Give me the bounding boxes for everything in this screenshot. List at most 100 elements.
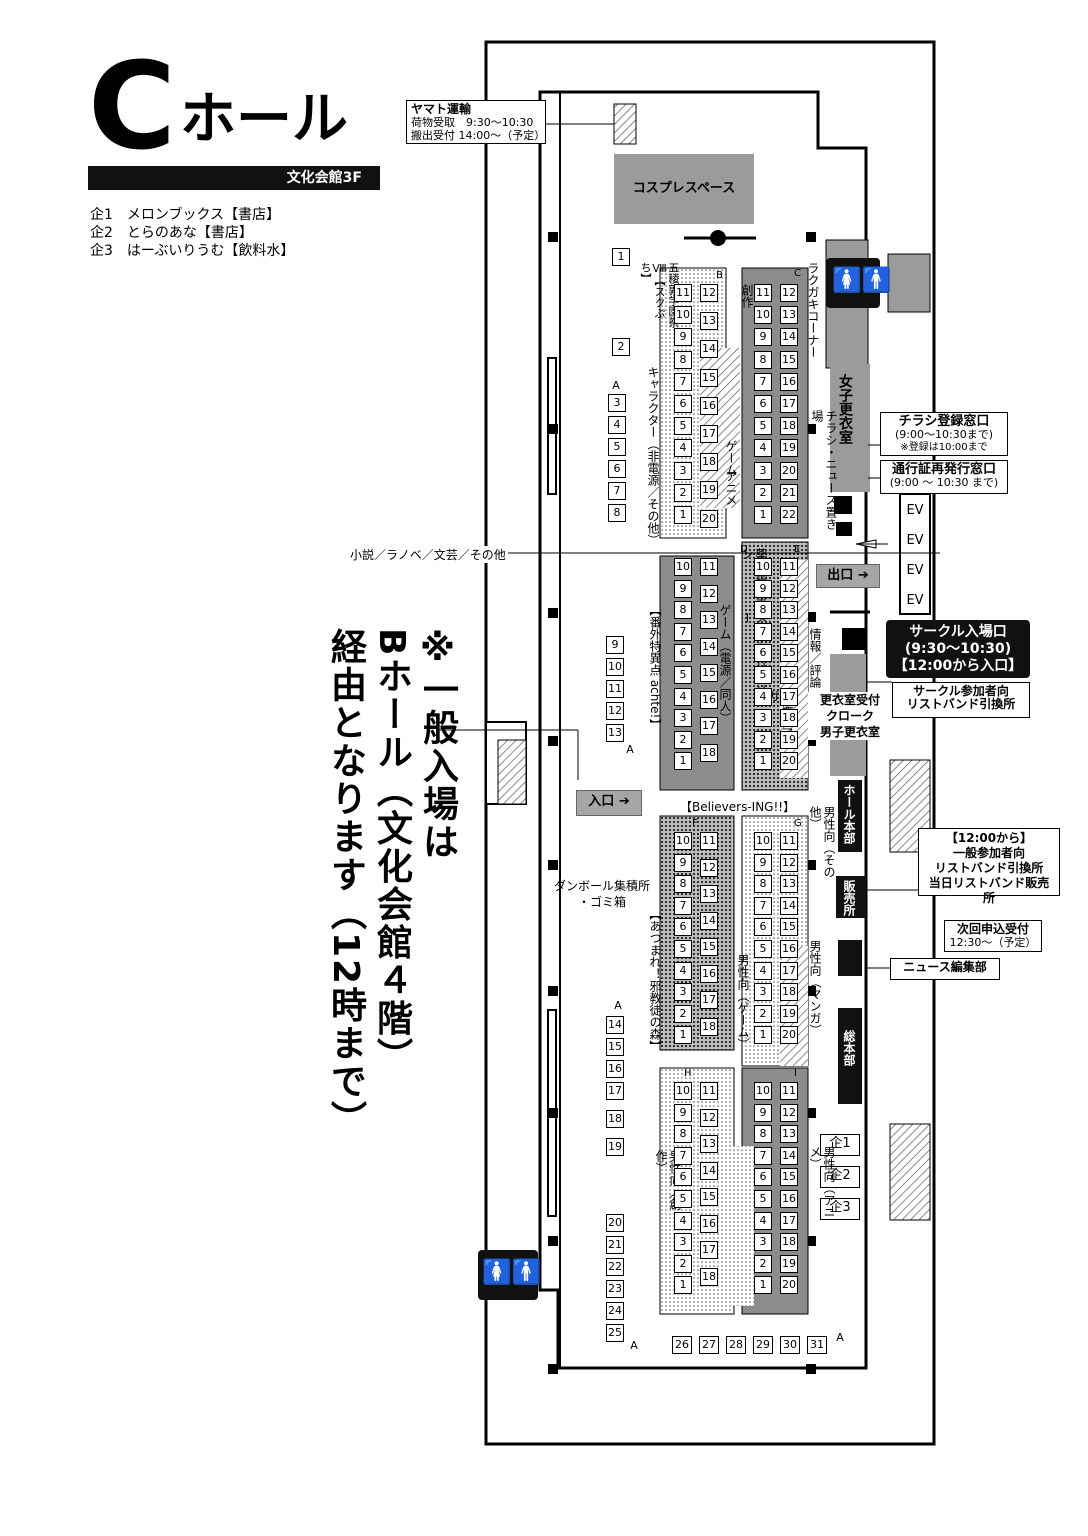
elevator-label: EV: [906, 533, 924, 548]
block-letter: D: [740, 544, 748, 555]
changing-room-reception: 更衣室受付 クローク 男子更衣室: [808, 692, 892, 740]
restroom-icon: 🚺🚹: [832, 266, 892, 294]
booth-number: 5: [754, 417, 772, 436]
booth-number: 20: [780, 752, 798, 771]
booth-number: 8: [754, 1125, 772, 1144]
elevator-label: EV: [906, 503, 924, 518]
booth-number: 9: [754, 853, 772, 872]
booth-number: 15: [700, 938, 718, 956]
booth-number: 8: [674, 875, 692, 894]
wristband-line: サークル参加者向: [913, 684, 1009, 698]
booth-number: 6: [674, 918, 692, 937]
sales-booth: 販売所: [842, 880, 856, 916]
circle-entry-title: サークル入場口: [909, 624, 1007, 640]
booth-number: 9: [674, 1103, 692, 1122]
circle-entry-time: (9:30〜10:30): [904, 641, 1012, 657]
booth-number: 10: [674, 832, 692, 850]
booth-number: 19: [780, 439, 798, 458]
notice-line: ※一般入場は: [417, 628, 458, 861]
bottom-booth-number: A: [836, 1331, 844, 1344]
booth-number: 7: [674, 622, 692, 641]
booth-number: 17: [700, 717, 718, 735]
section-label: 薬・霜・ポン: [740, 548, 768, 608]
booth-number: 1: [754, 752, 772, 771]
booth-number: 22: [780, 506, 798, 524]
next-app-time: 12:30〜（予定）: [949, 936, 1037, 949]
general-wristband-line: 当日リストバンド販売所: [928, 876, 1050, 905]
booth-number: 15: [780, 350, 798, 369]
wall-booth-number: 14: [606, 1016, 624, 1034]
booth-number: 14: [700, 1161, 718, 1180]
notice-line: 経由となります（12時まで）: [325, 628, 366, 1139]
general-entry-notice: ※一般入場は Bホール（文化会館４階） 経由となります（12時まで）: [322, 628, 460, 1138]
booth-number: 5: [674, 940, 692, 958]
booth-number: 6: [674, 1168, 692, 1187]
booth-number: 16: [700, 1214, 718, 1233]
wall-booth-number: 5: [608, 438, 626, 456]
kikaku-booth-3: 企3: [820, 1198, 860, 1220]
booth-number: 1: [674, 1276, 692, 1295]
elevator-label: EV: [906, 593, 924, 608]
wall-booth-number: 8: [608, 504, 626, 522]
section-label: 創作: [740, 284, 754, 308]
booth-number: 2: [674, 730, 692, 749]
booth-number: 16: [780, 372, 798, 391]
booth-number: 17: [700, 425, 718, 443]
womens-changing-room: 女子更衣室: [837, 374, 853, 444]
booth-number: 12: [780, 853, 798, 872]
booth-number: 10: [674, 558, 692, 576]
booth-number: 17: [780, 1211, 798, 1230]
booth-number: 8: [674, 1125, 692, 1144]
booth-number: 11: [700, 558, 718, 576]
hall-headquarters: ホール本部: [842, 784, 856, 844]
section-label: 男性向（マンガ）: [808, 940, 822, 1036]
wall-booth-number: A: [626, 743, 634, 756]
wall-booth-number: 12: [606, 702, 624, 720]
booth-number: 13: [780, 875, 798, 894]
pass-reissue-desk: 通行証再発行窓口 (9:00 〜 10:30 まで): [880, 460, 1008, 494]
booth-number: 3: [754, 709, 772, 728]
booth-number: 15: [780, 644, 798, 663]
wall-booth-number: 4: [608, 416, 626, 434]
pass-desk-title: 通行証再発行窓口: [891, 462, 996, 477]
bottom-booth-number: 30: [780, 1336, 800, 1354]
booth-number: 13: [700, 1135, 718, 1153]
booth-number: 8: [754, 601, 772, 620]
section-label: 男性向（ゲーム）: [736, 954, 750, 1050]
yamato-title: ヤマト運輸: [411, 102, 472, 116]
booth-number: 10: [754, 558, 772, 576]
booth-number: 11: [780, 1082, 798, 1100]
section-label: 情報／評論: [808, 628, 822, 688]
general-wristband-line: 一般参加者向: [952, 846, 1025, 860]
booth-number: 3: [674, 709, 692, 728]
booth-number: 9: [754, 579, 772, 598]
booth-number: 10: [674, 306, 692, 325]
booth-number: 9: [674, 579, 692, 598]
arrow-right-icon: ➔: [857, 568, 869, 583]
booth-number: 7: [754, 1146, 772, 1165]
booth-number: 1: [674, 1026, 692, 1045]
block-letter: I: [794, 1068, 797, 1079]
booth-number: 6: [754, 644, 772, 663]
booth-number: 9: [674, 853, 692, 872]
wall-booth-number: 9: [606, 636, 624, 654]
booth-number: 2: [754, 730, 772, 749]
general-headquarters: 総本部: [842, 1030, 856, 1066]
booth-number: 20: [780, 461, 798, 480]
section-label: 【番外特異点 achte!】: [648, 604, 662, 731]
booth-number: 7: [754, 622, 772, 641]
booth-number: 3: [754, 983, 772, 1002]
booth-number: 19: [700, 481, 718, 500]
wall-booth-number: 3: [608, 394, 626, 412]
elevator-label: EV: [906, 563, 924, 578]
wall-booth-number: A: [614, 999, 622, 1012]
wall-booth-number: 16: [606, 1060, 624, 1078]
booth-number: 8: [674, 601, 692, 620]
cardboard-line: ・ゴミ箱: [577, 895, 626, 909]
circle-wristband-desk: サークル参加者向 リストバンド引換所: [892, 682, 1030, 718]
booth-number: 18: [700, 1017, 718, 1036]
restroom-icon: 🚺🚹: [482, 1258, 542, 1286]
cardboard-line: ダンボール集積所: [553, 879, 650, 893]
next-application-desk: 次回申込受付 12:30〜（予定）: [944, 920, 1042, 952]
